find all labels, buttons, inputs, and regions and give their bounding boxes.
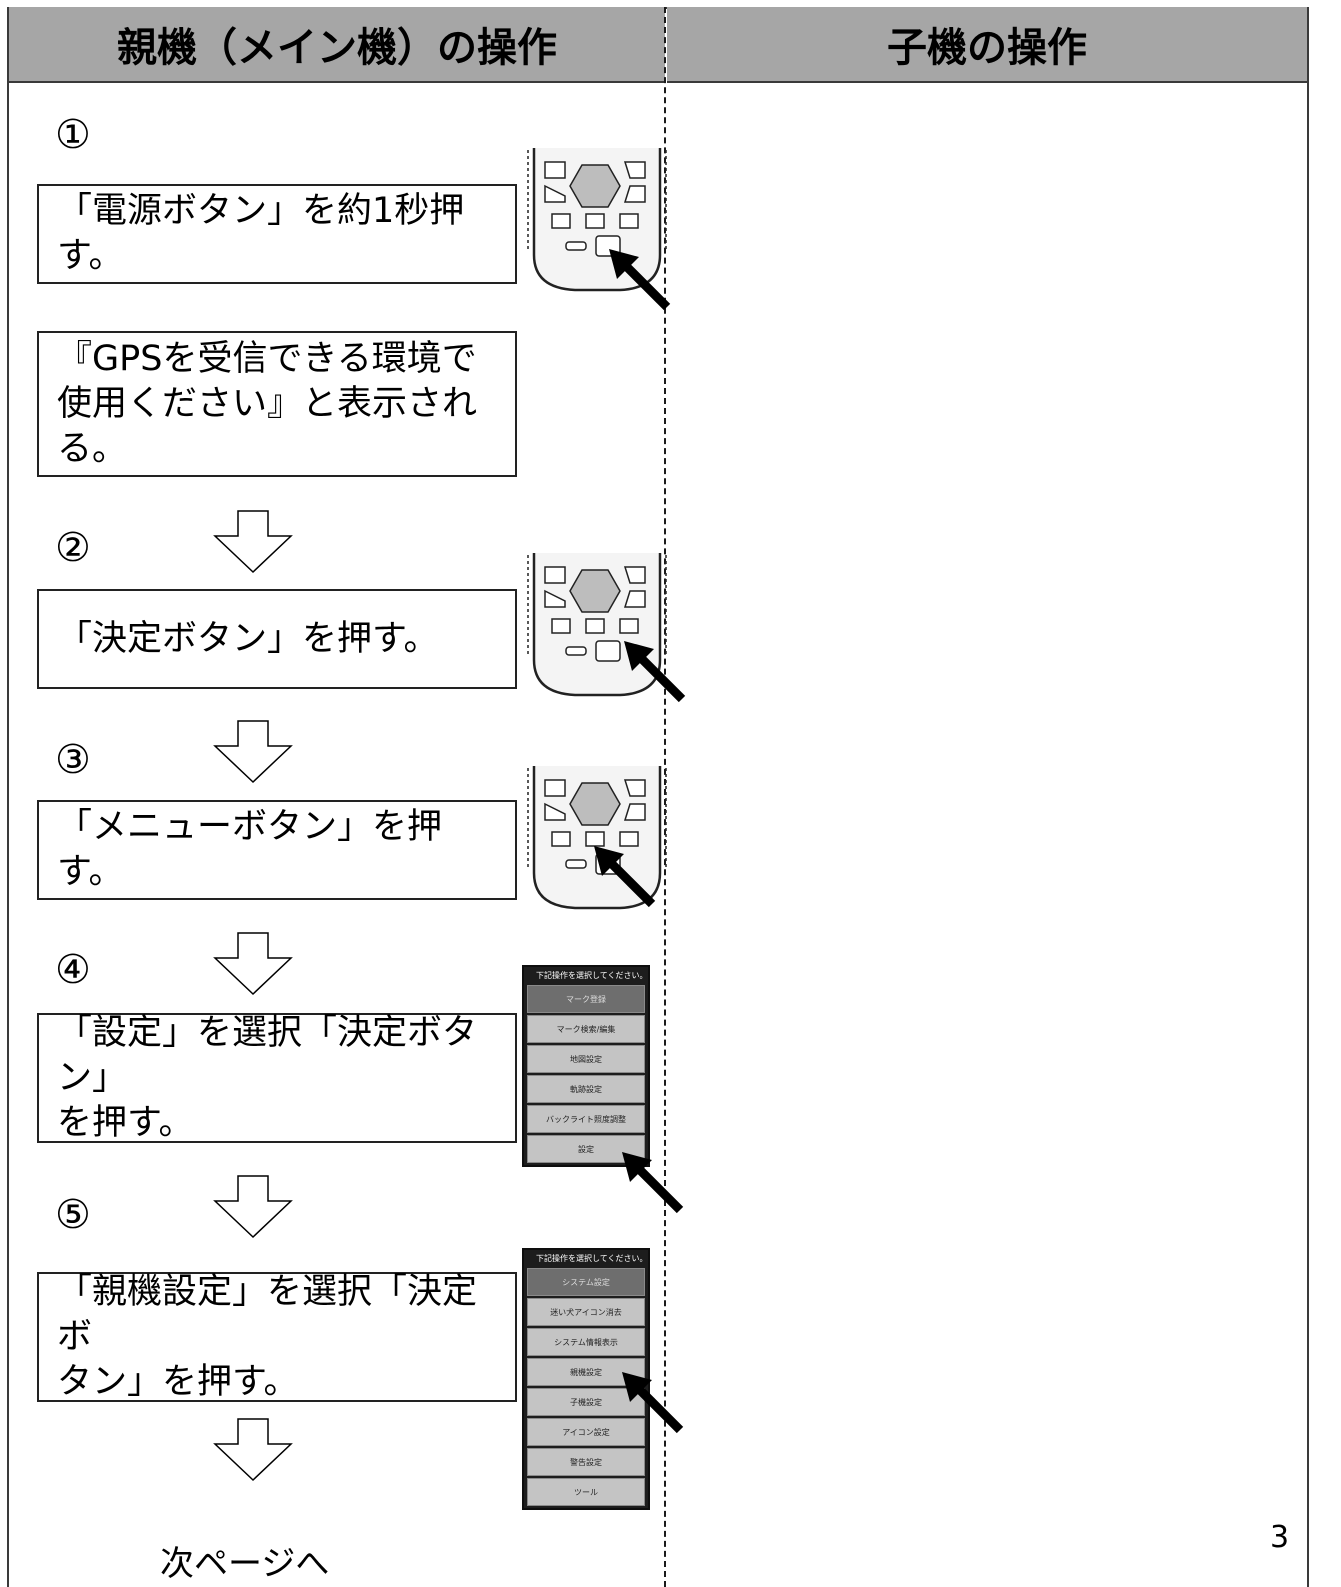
menu-2-title: 下記操作を選択してください。 bbox=[536, 1254, 648, 1263]
down-arrow-icon bbox=[213, 932, 293, 996]
handheld-device-icon bbox=[527, 148, 667, 292]
menu-2-item: ツール bbox=[527, 1478, 645, 1506]
menu-1-item: 軌跡設定 bbox=[527, 1075, 645, 1103]
menu-2-item: システム情報表示 bbox=[527, 1328, 645, 1356]
menu-2-item: 迷い犬アイコン消去 bbox=[527, 1298, 645, 1326]
pointer-arrow-icon bbox=[609, 249, 671, 311]
step-number-5: ⑤ bbox=[55, 1192, 91, 1238]
menu-1-item: マーク登録 bbox=[527, 985, 645, 1013]
menu-2-item: アイコン設定 bbox=[527, 1418, 645, 1446]
menu-screen-2: 下記操作を選択してください。 システム設定 迷い犬アイコン消去 システム情報表示… bbox=[522, 1248, 650, 1510]
handheld-device-icon bbox=[527, 766, 667, 910]
pointer-arrow-icon bbox=[622, 1152, 684, 1214]
menu-1-item: 地図設定 bbox=[527, 1045, 645, 1073]
pointer-arrow-icon bbox=[624, 641, 686, 703]
next-page-label: 次ページへ bbox=[160, 1544, 330, 1584]
menu-2-item: システム設定 bbox=[527, 1268, 645, 1296]
step-4-line-1: 「設定」を選択「決定ボタン」 bbox=[57, 1012, 478, 1098]
info-line-1: 『GPSを受信できる環境で bbox=[57, 338, 477, 379]
step-number-2: ② bbox=[55, 525, 91, 571]
down-arrow-icon bbox=[213, 720, 293, 784]
step-box-1: 「電源ボタン」を約1秒押す。 bbox=[37, 184, 517, 284]
menu-1-item: バックライト照度調整 bbox=[527, 1105, 645, 1133]
menu-1-item: マーク検索/編集 bbox=[527, 1015, 645, 1043]
page-number: 3 bbox=[1270, 1520, 1290, 1555]
step-number-4: ④ bbox=[55, 947, 91, 993]
step-box-5: 「親機設定」を選択「決定ボ タン」を押す。 bbox=[37, 1272, 517, 1402]
step-4-line-2: を押す。 bbox=[57, 1102, 194, 1143]
menu-screen-1: 下記操作を選択してください。 マーク登録 マーク検索/編集 地図設定 軌跡設定 … bbox=[522, 965, 650, 1167]
step-box-4: 「設定」を選択「決定ボタン」 を押す。 bbox=[37, 1013, 517, 1143]
step-number-3: ③ bbox=[55, 737, 91, 783]
step-box-3: 「メニューボタン」を押す。 bbox=[37, 800, 517, 900]
down-arrow-icon bbox=[213, 1418, 293, 1482]
info-box: 『GPSを受信できる環境で 使用ください』と表示される。 bbox=[37, 331, 517, 477]
menu-1-title: 下記操作を選択してください。 bbox=[536, 971, 648, 980]
step-box-2: 「決定ボタン」を押す。 bbox=[37, 589, 517, 689]
handheld-device-icon bbox=[527, 553, 667, 697]
menu-2-item: 子機設定 bbox=[527, 1388, 645, 1416]
step-1-line-1: 「電源ボタン」を約1秒押す。 bbox=[57, 191, 465, 276]
step-number-1: ① bbox=[55, 112, 91, 158]
step-3-line-1: 「メニューボタン」を押す。 bbox=[57, 807, 443, 892]
column-divider bbox=[664, 7, 666, 1587]
info-line-2: 使用ください』と表示される。 bbox=[57, 383, 478, 469]
step-5-line-1: 「親機設定」を選択「決定ボ bbox=[57, 1271, 478, 1357]
header-parent-device: 親機（メイン機）の操作 bbox=[9, 7, 665, 83]
down-arrow-icon bbox=[213, 510, 293, 574]
pointer-arrow-icon bbox=[594, 846, 656, 908]
step-5-line-2: タン」を押す。 bbox=[57, 1361, 299, 1402]
header-child-device: 子機の操作 bbox=[667, 7, 1307, 83]
step-2-line-1: 「決定ボタン」を押す。 bbox=[57, 618, 439, 659]
pointer-arrow-icon bbox=[622, 1372, 684, 1434]
menu-2-item: 警告設定 bbox=[527, 1448, 645, 1476]
down-arrow-icon bbox=[213, 1175, 293, 1239]
